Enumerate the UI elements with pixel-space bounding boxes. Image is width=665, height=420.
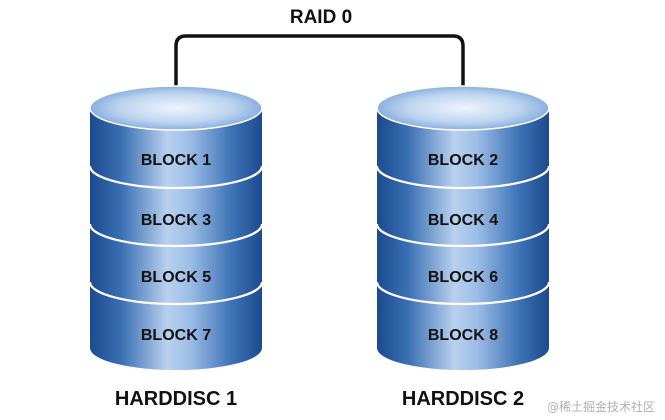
disk-1-block-1: BLOCK 1 bbox=[141, 152, 211, 169]
disk-1-label: HARDDISC 1 bbox=[115, 388, 237, 410]
harddisc-2: BLOCK 2 BLOCK 4 BLOCK 6 BLOCK 8 HARDDISC… bbox=[375, 85, 551, 410]
disk-1-separator-2 bbox=[88, 223, 264, 248]
raid-connector-line bbox=[174, 34, 465, 103]
disk-1-separator-1 bbox=[88, 165, 264, 190]
disk-2-block-4: BLOCK 8 bbox=[428, 327, 498, 344]
disk-2-block-1: BLOCK 2 bbox=[428, 152, 498, 169]
disk-2-body bbox=[377, 108, 549, 370]
disk-2-cylinder bbox=[375, 85, 551, 370]
disk-1-block-4: BLOCK 7 bbox=[141, 327, 211, 344]
disk-2-separator-3 bbox=[375, 281, 551, 306]
disk-1-separator-3 bbox=[88, 281, 264, 306]
disk-1-block-3: BLOCK 5 bbox=[141, 269, 211, 286]
disk-2-separator-2 bbox=[375, 223, 551, 248]
disk-2-separator-1 bbox=[375, 165, 551, 190]
disk-1-top bbox=[89, 85, 263, 131]
disk-1-body bbox=[90, 108, 262, 370]
disk-2-block-2: BLOCK 4 bbox=[428, 212, 498, 229]
harddisc-1: BLOCK 1 BLOCK 3 BLOCK 5 BLOCK 7 HARDDISC… bbox=[88, 85, 264, 410]
raid-title: RAID 0 bbox=[290, 7, 352, 28]
disk-2-top bbox=[376, 85, 550, 131]
disk-1-block-2: BLOCK 3 bbox=[141, 212, 211, 229]
watermark: @稀土掘金技术社区 bbox=[547, 399, 655, 414]
disk-1-cylinder bbox=[88, 85, 264, 370]
disk-2-label: HARDDISC 2 bbox=[402, 388, 524, 410]
disk-2-block-3: BLOCK 6 bbox=[428, 269, 498, 286]
